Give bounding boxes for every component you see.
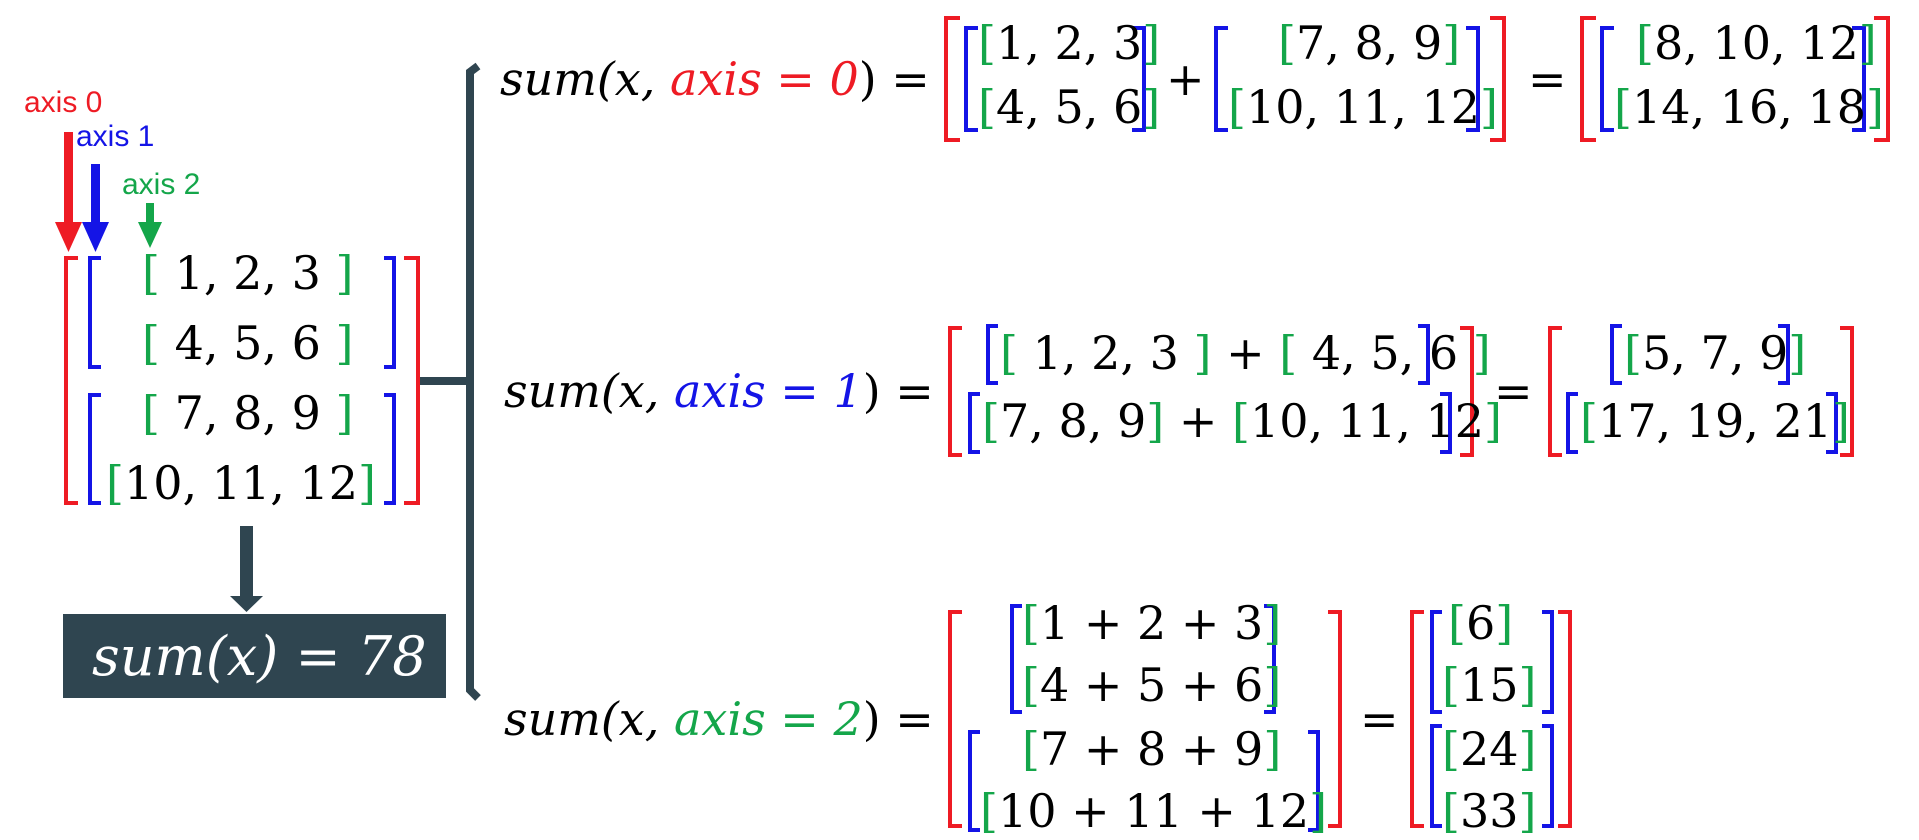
- axis2-row-4-values: 10 + 11 + 12: [997, 784, 1310, 838]
- axis2-label: axis 2: [122, 168, 201, 201]
- axis2-result-row-1: [6]: [1448, 596, 1514, 650]
- axis1-row-2-b: 10, 11, 12: [1249, 394, 1485, 448]
- axis0-brackets: [944, 16, 1890, 142]
- axis1-equals: =: [1494, 364, 1533, 418]
- source-row-2: [ 4, 5, 6 ]: [142, 316, 354, 370]
- axis0-equals: =: [1528, 52, 1567, 106]
- axis2-row-1-values: 1 + 2 + 3: [1039, 596, 1264, 650]
- axis2-brackets: [948, 604, 1572, 832]
- axis2-result-row-1-values: 6: [1465, 596, 1496, 650]
- axis2-result-row-4: [33]: [1442, 784, 1537, 838]
- axis1-row-2: [7, 8, 9] + [10, 11, 12]: [982, 394, 1502, 448]
- total-sum-box: [63, 614, 446, 698]
- source-row-4: [10, 11, 12]: [106, 456, 376, 510]
- axis1-equation-lhs: sum(x, axis = 1) =: [504, 368, 934, 414]
- axis1-brackets: [948, 324, 1854, 457]
- axis0-right-row-1-values: 7, 8, 9: [1295, 16, 1443, 70]
- axis0-left-row-2-values: 4, 5, 6: [995, 80, 1143, 134]
- axis0-right-row-2-values: 10, 11, 12: [1245, 80, 1481, 134]
- source-row-2-values: 4, 5, 6: [174, 316, 321, 370]
- source-row-3: [ 7, 8, 9 ]: [142, 386, 354, 440]
- axis1-lhs-suffix: ) =: [862, 364, 934, 418]
- axis2-result-row-2-values: 15: [1459, 658, 1519, 712]
- axis2-result-row-2: [15]: [1442, 658, 1537, 712]
- axis0-lhs-axis: axis = 0: [669, 52, 859, 106]
- axis2-row-2: [4 + 5 + 6]: [1022, 658, 1282, 712]
- axis0-lhs-suffix: ) =: [858, 52, 930, 106]
- axis2-equals: =: [1360, 692, 1399, 746]
- axis0-right-row-1: [7, 8, 9]: [1278, 16, 1461, 70]
- axis1-row-1-b: 4, 5, 6: [1311, 326, 1459, 380]
- source-blue-brackets: [88, 256, 396, 505]
- axis1-result-row-1: [5, 7, 9]: [1624, 326, 1807, 380]
- axis0-label: axis 0: [24, 86, 103, 119]
- axis1-label: axis 1: [76, 120, 155, 153]
- axis2-equation-lhs: sum(x, axis = 2) =: [504, 696, 934, 742]
- big-brace: [420, 62, 481, 701]
- source-row-3-values: 7, 8, 9: [174, 386, 321, 440]
- axis2-result-row-3-values: 24: [1459, 722, 1519, 776]
- source-row-1-values: 1, 2, 3: [174, 246, 321, 300]
- axis1-arrow: [82, 164, 109, 252]
- axis2-row-3-values: 7 + 8 + 9: [1039, 722, 1264, 776]
- axis1-row-1-plus: +: [1226, 326, 1265, 380]
- axis0-left-row-1-values: 1, 2, 3: [995, 16, 1143, 70]
- axis2-row-4: [10 + 11 + 12]: [980, 784, 1328, 838]
- axis2-result-row-3: [24]: [1442, 722, 1537, 776]
- axis1-lhs-axis: axis = 1: [673, 364, 863, 418]
- axis1-result-row-2-values: 17, 19, 21: [1597, 394, 1833, 448]
- axis0-result-row-1: [8, 10, 12]: [1636, 16, 1877, 70]
- source-red-brackets: [64, 256, 420, 505]
- source-row-1: [ 1, 2, 3 ]: [142, 246, 354, 300]
- axis0-result-row-1-values: 8, 10, 12: [1653, 16, 1859, 70]
- axis1-row-2-plus: +: [1178, 394, 1218, 448]
- axis2-lhs-axis: axis = 2: [673, 692, 863, 746]
- total-sum-text: sum(x) = 78: [92, 625, 427, 688]
- axis0-left-row-1: [1, 2, 3]: [978, 16, 1161, 70]
- axis1-row-1-a: 1, 2, 3: [1032, 326, 1179, 380]
- axis0-plus: +: [1166, 52, 1205, 106]
- axis2-row-1: [1 + 2 + 3]: [1022, 596, 1282, 650]
- axis0-result-row-2-values: 14, 16, 18: [1631, 80, 1867, 134]
- axis2-lhs-suffix: ) =: [862, 692, 934, 746]
- axis0-lhs-prefix: sum(x,: [500, 52, 670, 106]
- source-row-4-values: 10, 11, 12: [123, 456, 359, 510]
- axis2-row-3: [7 + 8 + 9]: [1022, 722, 1282, 776]
- axis0-left-row-2: [4, 5, 6]: [978, 80, 1161, 134]
- axis0-arrow: [55, 132, 82, 252]
- axis0-equation-lhs: sum(x, axis = 0) =: [500, 56, 930, 102]
- axis1-row-2-a: 7, 8, 9: [999, 394, 1147, 448]
- down-arrow: [230, 526, 263, 612]
- axis2-row-2-values: 4 + 5 + 6: [1039, 658, 1264, 712]
- axis2-result-row-4-values: 33: [1459, 784, 1519, 838]
- axis1-result-row-2: [17, 19, 21]: [1580, 394, 1850, 448]
- axis2-lhs-prefix: sum(x,: [504, 692, 674, 746]
- axis2-arrow: [138, 203, 162, 248]
- axis0-result-row-2: [14, 16, 18]: [1614, 80, 1884, 134]
- axis1-lhs-prefix: sum(x,: [504, 364, 674, 418]
- axis1-result-row-1-values: 5, 7, 9: [1641, 326, 1789, 380]
- axis0-right-row-2: [10, 11, 12]: [1228, 80, 1498, 134]
- axis1-row-1: [ 1, 2, 3 ] + [ 4, 5, 6 ]: [1000, 326, 1491, 380]
